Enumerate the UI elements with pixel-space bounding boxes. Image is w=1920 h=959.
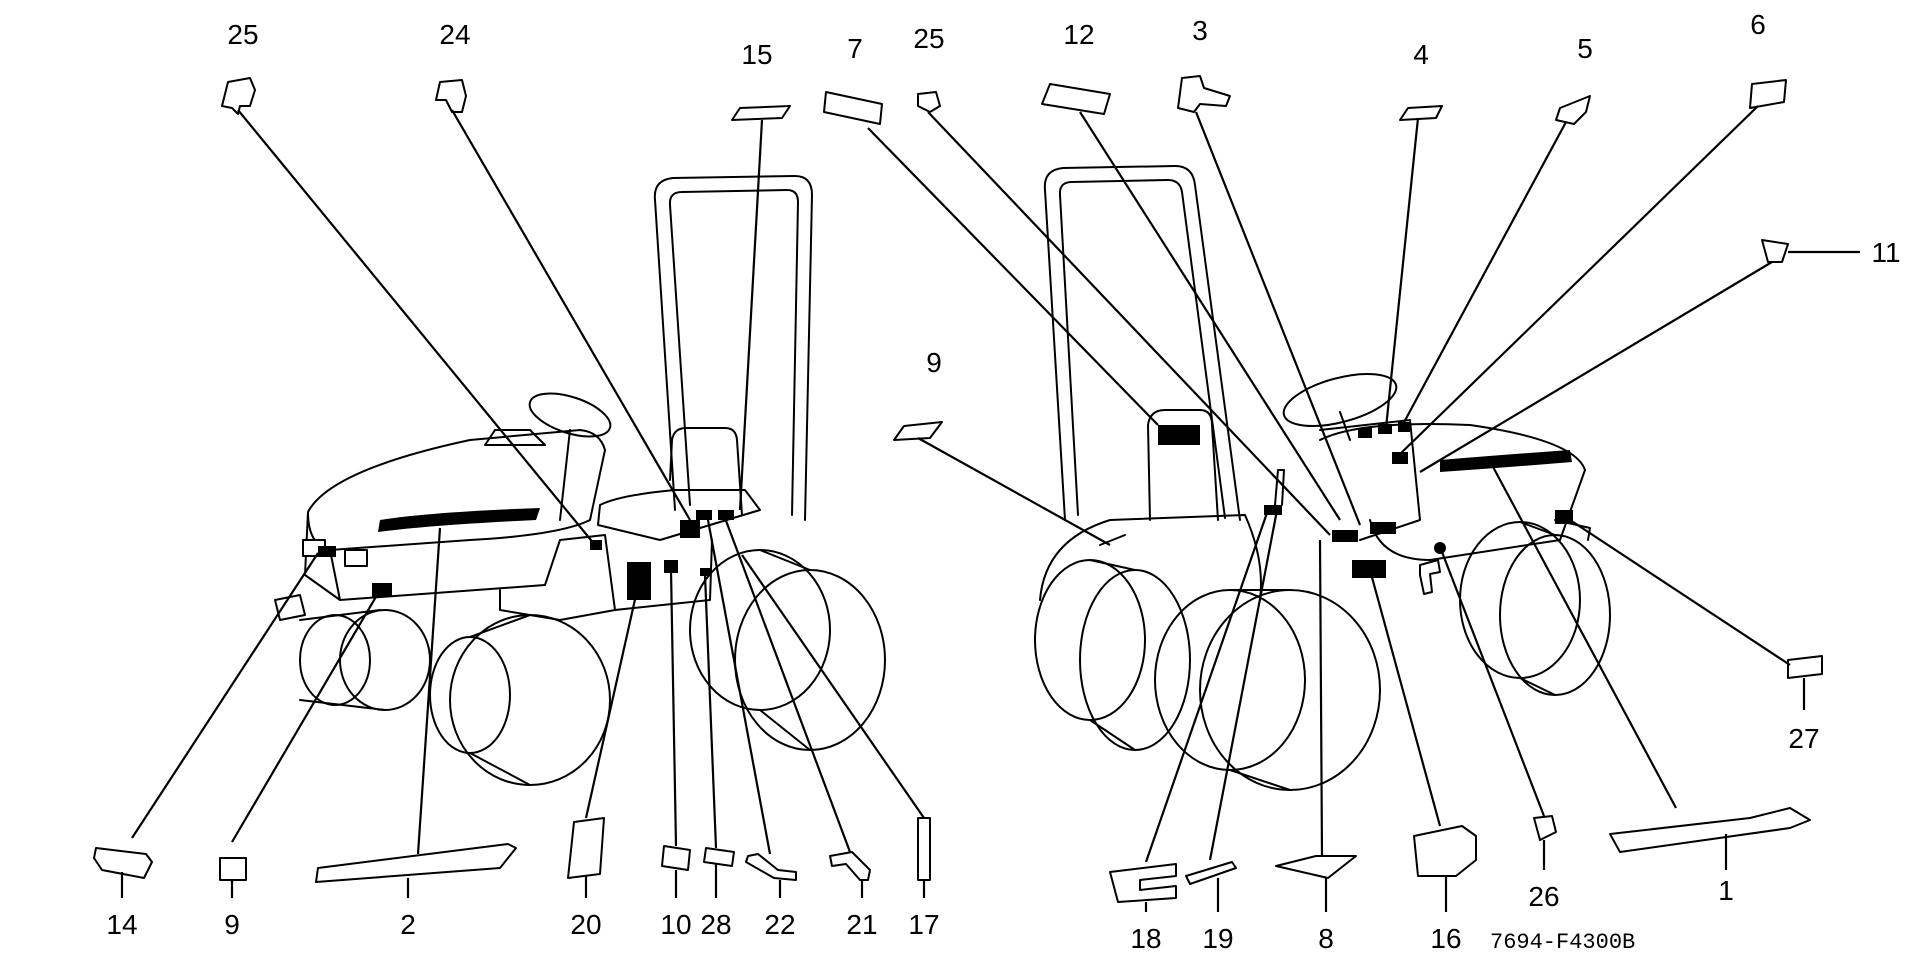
decal-17 — [917, 817, 931, 881]
decal-2 — [315, 843, 517, 883]
callout-4: 4 — [1413, 39, 1429, 70]
callout-21: 21 — [846, 909, 877, 940]
callout-5: 5 — [1577, 33, 1593, 64]
callout-23: 24 — [439, 19, 470, 50]
callout-numbers: 25 24 15 7 25 12 3 4 5 6 11 9 27 14 9 2 … — [106, 9, 1900, 955]
callout-8: 8 — [1318, 923, 1334, 954]
callout-3: 3 — [1192, 15, 1208, 46]
decal-10 — [661, 845, 691, 871]
decal-5 — [1555, 95, 1591, 125]
callout-15: 15 — [741, 39, 772, 70]
decal-19 — [1185, 861, 1237, 885]
decal-24 — [221, 77, 256, 115]
callout-6: 6 — [1750, 9, 1766, 40]
decal-25 — [917, 91, 941, 113]
callout-11: 11 — [1871, 237, 1900, 268]
decal-9-right — [893, 421, 943, 441]
callout-19: 19 — [1202, 923, 1233, 954]
decal-23 — [435, 79, 467, 113]
callout-26: 26 — [1528, 881, 1559, 912]
decal-8 — [1275, 855, 1357, 879]
callout-28: 28 — [700, 909, 731, 940]
decal-1 — [1609, 807, 1811, 853]
decal-3 — [1177, 75, 1231, 113]
callout-12: 12 — [1063, 19, 1094, 50]
decal-26 — [1533, 815, 1557, 841]
callout-24: 25 — [227, 19, 258, 50]
callout-2: 2 — [400, 909, 416, 940]
callout-27: 27 — [1788, 723, 1819, 754]
decal-21 — [829, 851, 871, 881]
decal-9-left — [219, 857, 247, 881]
leader-lines — [120, 105, 1860, 912]
callout-16: 16 — [1430, 923, 1461, 954]
callout-10: 10 — [660, 909, 691, 940]
label-shapes — [93, 75, 1823, 903]
decal-11 — [1761, 239, 1789, 263]
callout-7: 7 — [847, 33, 863, 64]
decal-16 — [1413, 825, 1477, 877]
callout-9-right: 9 — [926, 347, 942, 378]
decal-27 — [1787, 655, 1823, 679]
callout-9-left: 9 — [224, 909, 240, 940]
decal-12 — [1041, 83, 1111, 115]
callout-17: 17 — [908, 909, 939, 940]
drawing-code: 7694-F4300B — [1490, 930, 1635, 955]
callout-25: 25 — [913, 23, 944, 54]
decal-28 — [703, 847, 735, 867]
decal-15 — [731, 105, 791, 121]
decal-18 — [1109, 863, 1177, 903]
callout-14: 14 — [106, 909, 137, 940]
decal-20 — [567, 817, 605, 879]
decal-6 — [1749, 79, 1787, 109]
callout-22: 22 — [764, 909, 795, 940]
decal-22 — [745, 853, 797, 881]
callout-1: 1 — [1718, 875, 1734, 906]
decal-4 — [1399, 105, 1443, 121]
callout-18: 18 — [1130, 923, 1161, 954]
decal-7 — [823, 91, 883, 125]
decal-14 — [93, 847, 153, 879]
tractor-right-view — [1034, 165, 1611, 791]
callout-20: 20 — [570, 909, 601, 940]
